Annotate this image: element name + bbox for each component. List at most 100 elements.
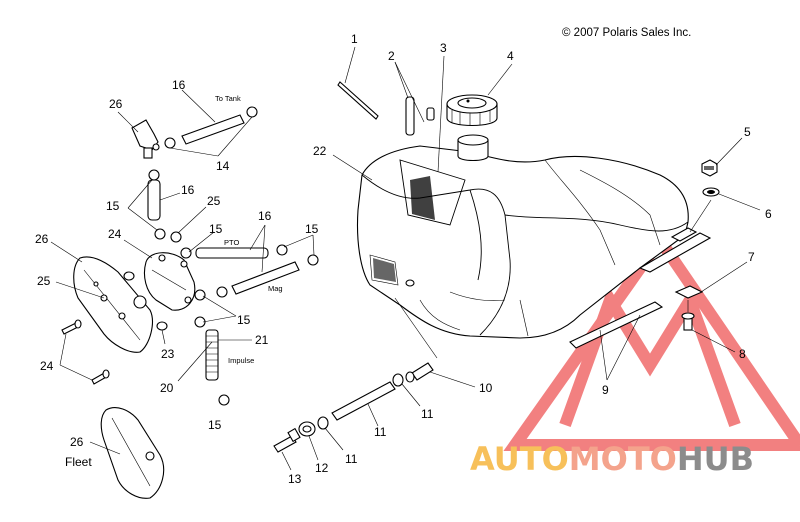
leader-18 — [123, 239, 153, 259]
leader-26b — [89, 441, 121, 455]
part-15-clamps-mid — [194, 289, 206, 328]
part-17-clamp — [170, 231, 182, 243]
part-11-clamp-lower — [317, 416, 329, 430]
part-8-bolt — [681, 312, 695, 331]
leader-2b — [394, 61, 425, 123]
leader-20 — [177, 341, 213, 382]
leader-15b-2 — [127, 207, 158, 231]
leader-15a-1 — [169, 147, 219, 157]
callout-10: 10 — [479, 381, 493, 395]
callout-8: 8 — [739, 347, 746, 361]
leader-6 — [718, 193, 761, 211]
leader-15d-2 — [312, 234, 315, 256]
part-19-petcock — [131, 119, 160, 159]
axis-outlet — [394, 297, 438, 359]
part-15-clamps-top — [164, 106, 258, 149]
part-11-clamp-upper — [392, 373, 404, 387]
part-26-fleet-shield — [100, 407, 165, 499]
part-25-grommets — [123, 271, 147, 309]
part-26-bracket — [73, 256, 153, 353]
callout-21: 21 — [255, 333, 269, 347]
leader-19 — [117, 111, 139, 133]
callout-5: 5 — [744, 125, 751, 139]
leader-2a — [394, 61, 409, 99]
leader-11b — [324, 427, 344, 451]
callout-26a: 26 — [35, 232, 49, 246]
watermark-auto: AUTO — [470, 440, 569, 478]
leader-10 — [429, 371, 476, 388]
leader-1 — [344, 46, 356, 84]
callout-18: 24 — [108, 227, 122, 241]
label-fleet: Fleet — [65, 455, 92, 469]
copyright-text: © 2007 Polaris Sales Inc. — [562, 27, 691, 39]
callout-2: 2 — [388, 49, 395, 63]
callout-11b: 11 — [345, 452, 358, 466]
watermark-hub: HUB — [677, 440, 754, 478]
leader-24a — [59, 333, 67, 366]
callout-11a: 11 — [421, 407, 434, 421]
callout-22: 22 — [313, 144, 327, 158]
callout-15e: 15 — [237, 313, 251, 327]
leader-15d-1 — [283, 234, 314, 248]
leader-5 — [715, 137, 743, 166]
part-6-washer — [702, 187, 720, 197]
leader-23 — [161, 329, 166, 345]
label-mag: Mag — [268, 284, 283, 293]
fuel-tank — [357, 145, 712, 339]
leader-4 — [487, 63, 513, 96]
callout-14: 13 — [288, 472, 302, 486]
leader-7 — [700, 261, 748, 293]
part-20-impulse-hose — [205, 329, 219, 381]
callout-26b: 26 — [70, 435, 84, 449]
leader-9a — [599, 329, 608, 381]
part-13-grommet — [298, 421, 316, 437]
callout-3: 3 — [440, 41, 447, 55]
callout-15b: 15 — [106, 199, 120, 213]
callout-13: 12 — [315, 461, 329, 475]
part-9-strap — [569, 301, 664, 349]
watermark-moto: MOTO — [569, 440, 677, 478]
leader-16a — [181, 89, 216, 123]
label-to-tank: To Tank — [215, 94, 241, 103]
leader-15c — [188, 231, 215, 253]
callout-15f: 15 — [208, 418, 222, 432]
leader-15a-2 — [217, 116, 253, 157]
callout-4: 4 — [507, 49, 514, 63]
callout-17: 25 — [207, 194, 221, 208]
callout-7: 7 — [748, 250, 755, 264]
part-3-fitting — [426, 107, 435, 121]
part-12-fuel-hose — [331, 381, 396, 421]
part-2-hose — [405, 96, 415, 136]
callout-24: 24 — [40, 359, 54, 373]
part-16-hose-vertical — [147, 169, 166, 240]
leader-8 — [691, 329, 736, 353]
part-16-hose-mag — [216, 254, 319, 298]
part-16-hose-to-tank — [181, 114, 245, 145]
part-7-pad — [674, 285, 704, 299]
callout-16b: 16 — [181, 183, 195, 197]
leader-24b — [59, 364, 93, 381]
callout-12: 11 — [374, 425, 387, 439]
callout-19: 26 — [109, 97, 123, 111]
part-18-fuel-pump — [143, 252, 196, 311]
callout-20: 20 — [160, 381, 174, 395]
bolt-axis-top — [689, 199, 712, 233]
leader-14 — [281, 451, 292, 471]
part-5-nut — [701, 159, 718, 177]
label-impulse: Impulse — [228, 356, 254, 365]
part-24-bolts — [61, 319, 110, 385]
callout-16a: 16 — [172, 78, 186, 92]
callout-25: 25 — [37, 274, 51, 288]
part-1-cable-tie — [337, 81, 379, 120]
leader-12 — [367, 403, 379, 427]
label-pto: PTO — [224, 238, 239, 247]
leader-15b-1 — [127, 179, 153, 209]
part-4-fuel-cap — [446, 94, 498, 162]
leader-17 — [177, 206, 207, 234]
part-10-fitting — [405, 362, 434, 383]
leader-15e-2 — [202, 315, 237, 323]
leader-13 — [308, 435, 319, 461]
leader-22 — [332, 154, 373, 181]
